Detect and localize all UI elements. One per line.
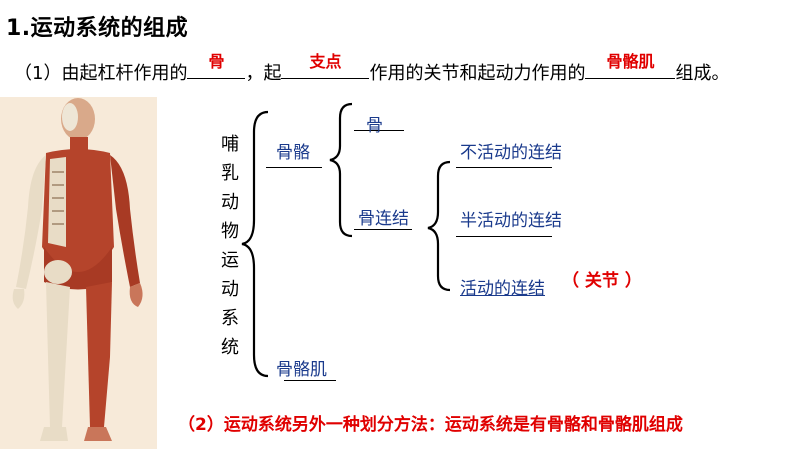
- muscle-underline: [284, 380, 336, 381]
- node-immovable-joint: 不活动的连结: [460, 143, 562, 163]
- root-char: 乳: [221, 163, 239, 184]
- node-bone-connection: 骨连结: [358, 209, 409, 229]
- bone-connection-underline: [354, 229, 412, 230]
- joint-note: （ 关节 ）: [562, 271, 642, 291]
- node-skeleton: 骨骼: [276, 143, 310, 163]
- sentence-prefix: （1）由起杠杆作用的: [14, 63, 188, 84]
- root-char: 统: [221, 337, 239, 358]
- root-vertical-text: 哺 乳 动 物 运 动 系 统: [218, 130, 242, 362]
- blank-3: 骨骼肌: [585, 52, 676, 79]
- bone-underline: [354, 130, 404, 131]
- page-title: 1.运动系统的组成: [6, 16, 189, 41]
- node-bone: 骨: [366, 116, 383, 136]
- blank-2: 支点: [281, 52, 370, 79]
- root-char: 动: [221, 279, 239, 300]
- root-char: 动: [221, 192, 239, 213]
- blank-1: 骨: [187, 52, 246, 79]
- sentence-suffix: 组成。: [675, 63, 730, 84]
- sentence-mid-1: ，起: [245, 63, 282, 84]
- answer-2: 支点: [309, 52, 342, 71]
- node-skeletal-muscle: 骨骼肌: [276, 360, 327, 380]
- root-char: 系: [221, 308, 239, 329]
- immovable-underline: [456, 167, 552, 168]
- answer-1: 骨: [208, 52, 225, 71]
- semi-movable-underline: [456, 236, 552, 237]
- alternative-division-note: （2）运动系统另外一种划分方法：运动系统是有骨骼和骨骼肌组成: [178, 415, 683, 435]
- sentence-mid-2: 作用的关节和起动力作用的: [369, 63, 586, 84]
- muscular-skeletal-figure: [12, 98, 143, 441]
- answer-3: 骨骼肌: [606, 52, 655, 71]
- root-char: 物: [221, 221, 239, 242]
- node-movable-joint: 活动的连结: [460, 279, 545, 299]
- fill-blank-sentence: （1）由起杠杆作用的 骨 ，起 支点作用的关节和起动力作用的 骨骼肌组成。: [14, 52, 730, 85]
- node-semi-movable-joint: 半活动的连结: [460, 211, 562, 231]
- anatomy-illustration: [0, 97, 157, 449]
- skeleton-underline: [266, 167, 322, 168]
- root-char: 哺: [221, 134, 239, 155]
- root-char: 运: [221, 250, 239, 271]
